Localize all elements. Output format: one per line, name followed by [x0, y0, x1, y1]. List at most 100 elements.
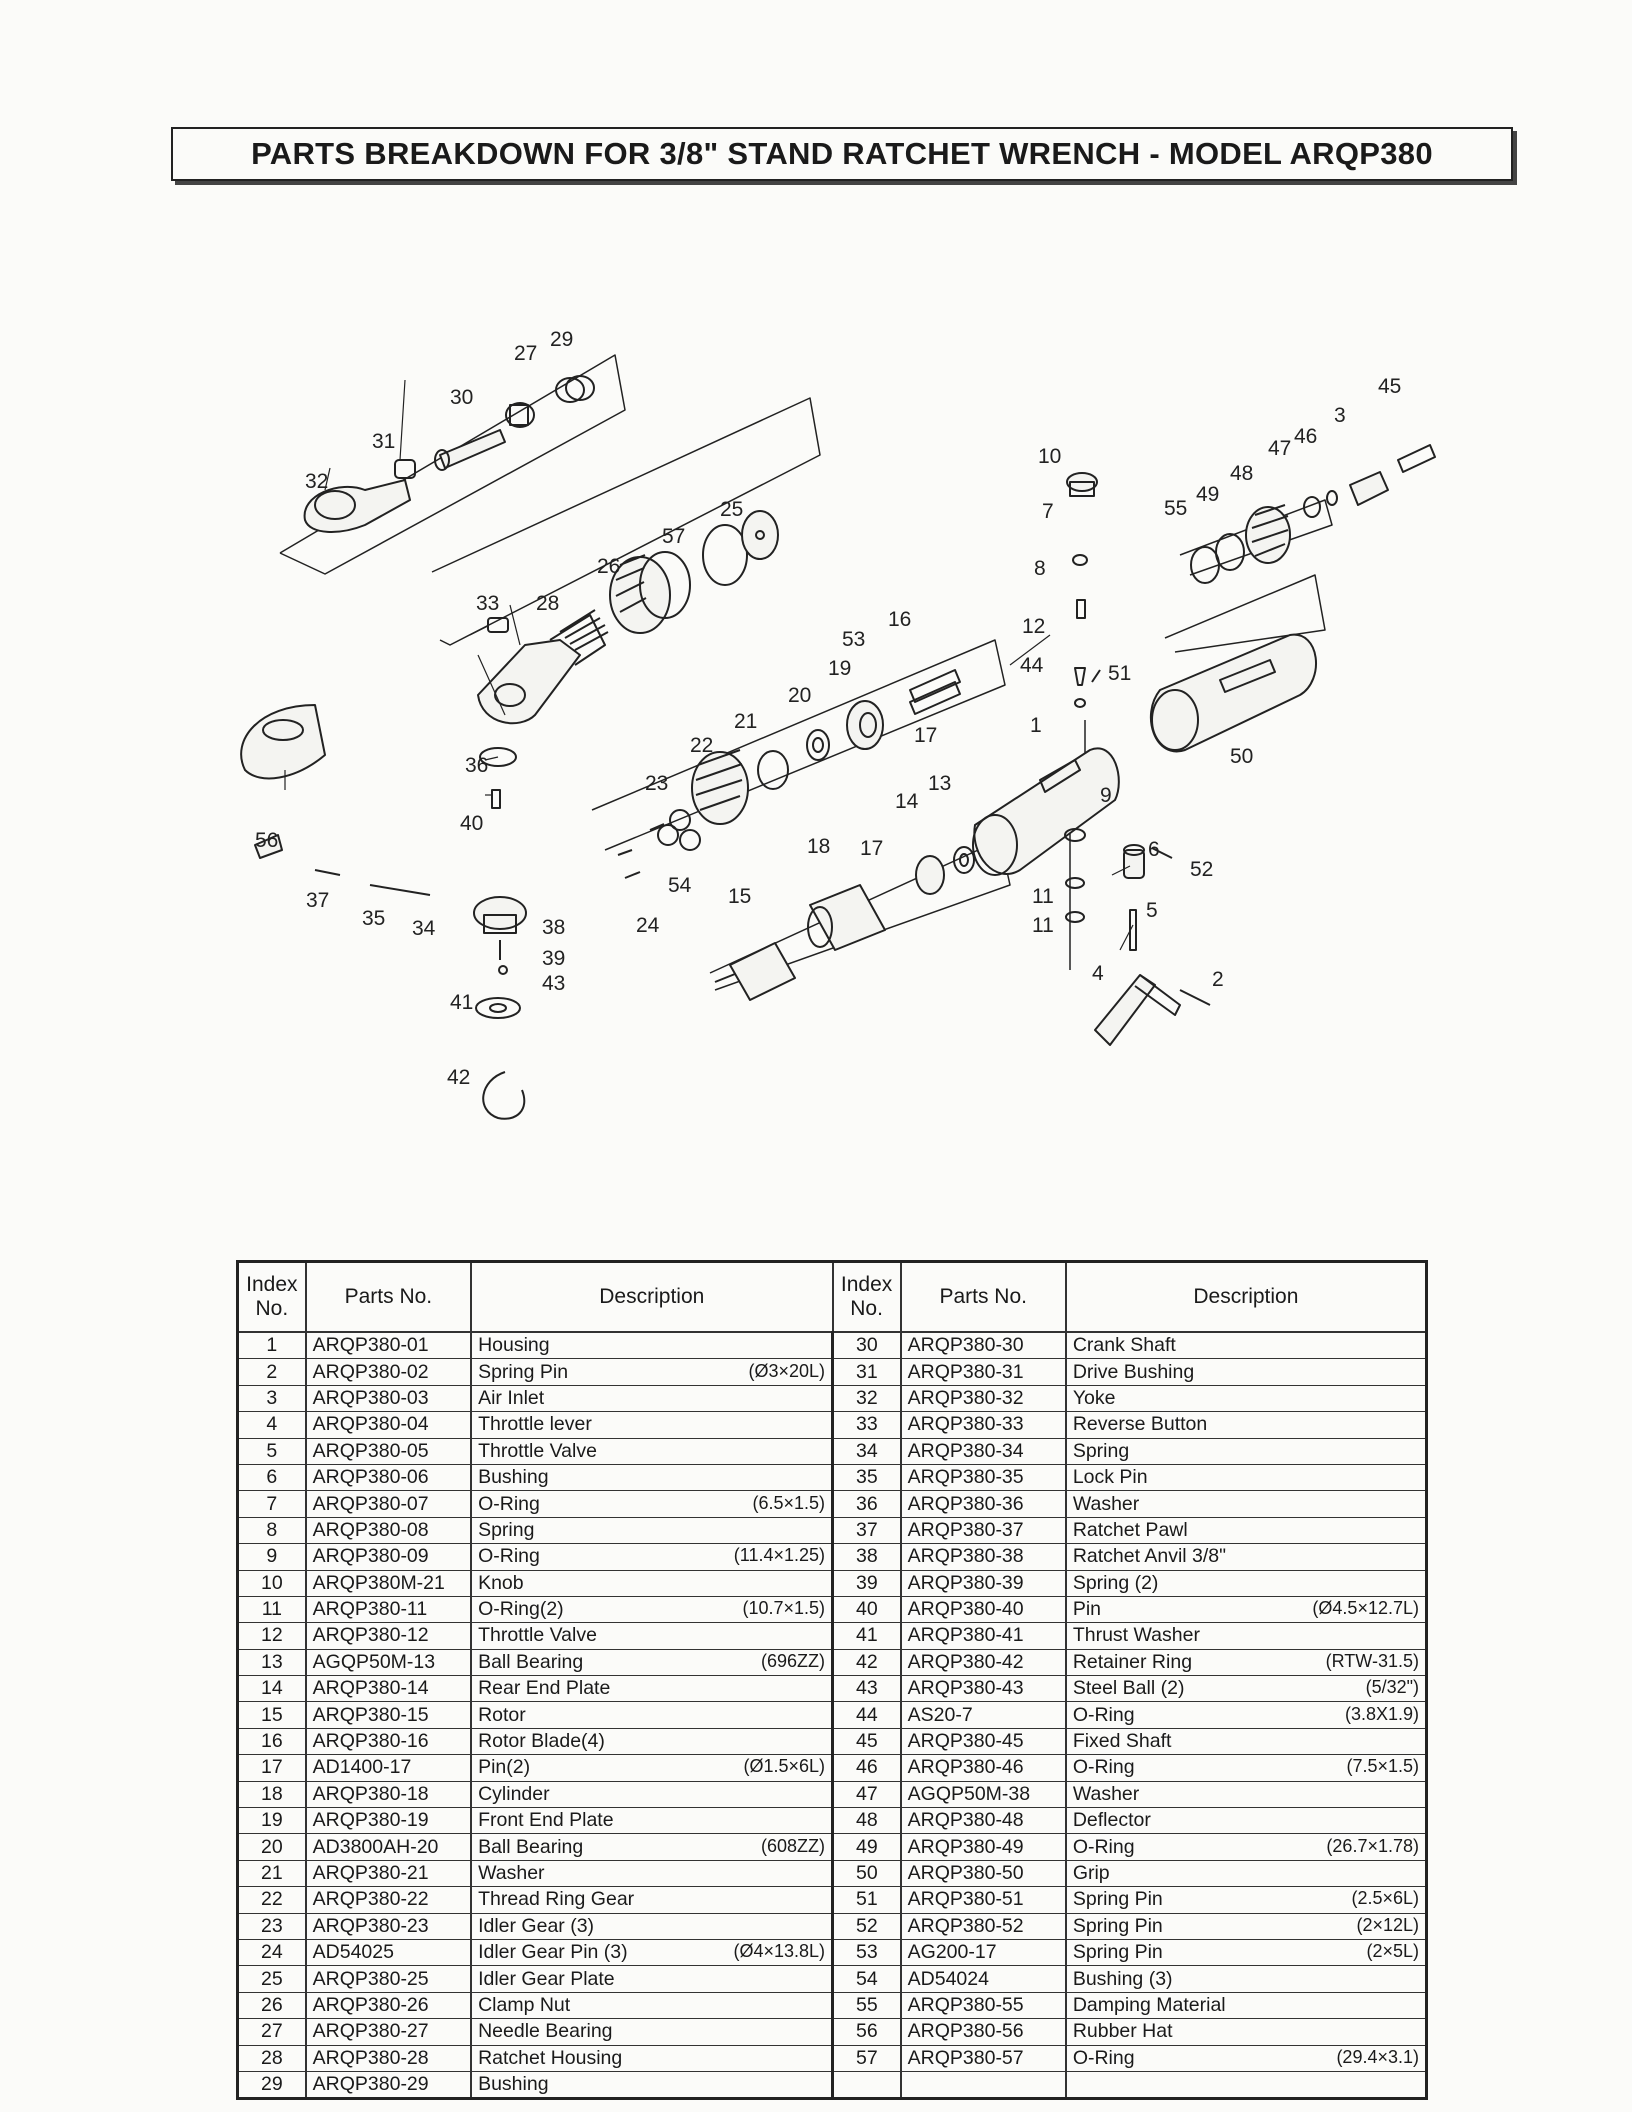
- cell-description: Spring (2): [1064, 1570, 1428, 1597]
- callout-20: 20: [788, 684, 811, 707]
- cell-parts-no: ARQP380-14: [304, 1675, 473, 1703]
- callout-39: 39: [542, 947, 565, 970]
- cell-parts-no: AS20-7: [899, 1701, 1067, 1729]
- part-9-o-ring: [1064, 828, 1086, 842]
- callout-8: 8: [1034, 557, 1046, 580]
- callout-25: 25: [720, 498, 743, 521]
- cell-description: O-Ring(3.8X1.9): [1064, 1701, 1428, 1729]
- callout-13: 13: [928, 772, 951, 795]
- cell-index: 10: [236, 1570, 307, 1597]
- description-text: Rotor: [478, 1703, 526, 1726]
- cell-index: 42: [831, 1649, 902, 1677]
- cell-description: Throttle Valve: [470, 1622, 834, 1650]
- cell-description: Spring Pin(Ø3×20L): [470, 1358, 834, 1386]
- part-13-ball-bearing: [953, 846, 975, 874]
- cell-parts-no: ARQP380-15: [304, 1701, 473, 1729]
- description-spec: (2.5×6L): [1351, 1888, 1419, 1909]
- part-49-o-ring: [1215, 533, 1245, 571]
- part-14-rear-end-plate: [915, 855, 945, 895]
- part-55-damping-material: [1190, 546, 1220, 584]
- cell-parts-no: ARQP380-43: [899, 1675, 1067, 1703]
- cell-description: Throttle Valve: [470, 1438, 834, 1465]
- cell-index: 13: [236, 1649, 307, 1677]
- description-spec: (5/32"): [1365, 1677, 1419, 1698]
- callout-57: 57: [662, 525, 685, 548]
- cell-parts-no: ARQP380-09: [304, 1543, 473, 1571]
- cell-description: Idler Gear (3): [470, 1913, 834, 1940]
- cell-description: Ratchet Anvil 3/8": [1064, 1543, 1428, 1571]
- part-18-cylinder: [807, 884, 886, 951]
- header-description: Description: [470, 1260, 834, 1333]
- cell-parts-no: AG200-17: [899, 1939, 1067, 1967]
- part-8-spring: [1076, 599, 1086, 619]
- description-text: Spring Pin: [1072, 1914, 1163, 1937]
- cell-parts-no: ARQP380M-21: [304, 1570, 473, 1597]
- cell-description: Washer: [470, 1860, 834, 1888]
- parts-table: Index No. Parts No. Description Index No…: [236, 1260, 1428, 2101]
- cell-parts-no: ARQP380-02: [304, 1358, 473, 1386]
- cell-index: 44: [831, 1701, 902, 1729]
- description-text: Drive Bushing: [1072, 1360, 1195, 1383]
- cell-parts-no: ARQP380-25: [304, 1965, 473, 1993]
- part-37-ratchet-pawl: [254, 834, 283, 859]
- description-text: Reverse Button: [1072, 1413, 1208, 1436]
- callout-5: 5: [1146, 899, 1158, 922]
- parts-table-header: Index No. Parts No. Description Index No…: [236, 1260, 1428, 1333]
- description-text: Ball Bearing: [478, 1650, 584, 1673]
- cell-description: Bushing: [470, 2071, 834, 2100]
- cell-index: 19: [236, 1807, 307, 1835]
- cell-description: Thrust Washer: [1064, 1622, 1428, 1650]
- description-text: Steel Ball (2): [1072, 1677, 1185, 1700]
- description-text: Cylinder: [478, 1782, 550, 1805]
- cell-parts-no: ARQP380-21: [304, 1860, 473, 1888]
- description-text: Clamp Nut: [478, 1993, 571, 2016]
- callout-32: 32: [305, 470, 328, 493]
- cell-parts-no: ARQP380-35: [899, 1464, 1067, 1492]
- description-text: Idler Gear (3): [478, 1914, 595, 1937]
- description-text: Rotor Blade(4): [478, 1730, 605, 1753]
- part-28-ratchet-housing: [477, 609, 609, 725]
- part-42-retainer-ring: [482, 1071, 526, 1120]
- cell-parts-no: ARQP380-46: [899, 1754, 1067, 1782]
- cell-description: Grip: [1064, 1860, 1428, 1888]
- assembly-outline-tail: [1164, 574, 1326, 653]
- part-23-idler-gear: [657, 809, 701, 851]
- callout-30: 30: [450, 386, 473, 409]
- cell-description: O-Ring(7.5×1.5): [1064, 1754, 1428, 1782]
- description-spec: (10.7×1.5): [742, 1598, 826, 1619]
- part-1-housing: [972, 747, 1120, 876]
- cell-parts-no: ARQP380-38: [899, 1543, 1067, 1571]
- description-text: Yoke: [1072, 1386, 1116, 1409]
- callout-14: 14: [895, 790, 919, 813]
- cell-parts-no: ARQP380-05: [304, 1438, 473, 1465]
- cell-parts-no: ARQP380-40: [899, 1596, 1067, 1624]
- description-spec: (RTW-31.5): [1325, 1650, 1419, 1671]
- cell-description: Ball Bearing(608ZZ): [470, 1833, 834, 1861]
- cell-parts-no: ARQP380-52: [899, 1913, 1067, 1940]
- cell-index: 57: [831, 2045, 902, 2072]
- description-text: O-Ring: [478, 1492, 540, 1515]
- description-text: Throttle lever: [478, 1413, 592, 1436]
- part-26-clamp-nut: [609, 551, 691, 634]
- part-19-front-end-plate: [846, 700, 884, 750]
- cell-parts-no: ARQP380-42: [899, 1649, 1067, 1677]
- cell-index: 30: [831, 1332, 902, 1360]
- cell-description: O-Ring(26.7×1.78): [1064, 1833, 1428, 1861]
- callout-9: 9: [1100, 784, 1112, 807]
- part-30-crank-shaft: [434, 429, 506, 471]
- cell-parts-no: AD54025: [304, 1939, 473, 1967]
- cell-description: Damping Material: [1064, 1992, 1428, 2020]
- part-38-ratchet-anvil: [473, 896, 527, 934]
- cell-description: Steel Ball (2) (5/32"): [1064, 1675, 1428, 1703]
- callout-48: 48: [1230, 462, 1253, 485]
- description-text: Thread Ring Gear: [478, 1888, 635, 1911]
- part-33-reverse-button: [487, 617, 509, 633]
- cell-description: Housing: [470, 1332, 834, 1360]
